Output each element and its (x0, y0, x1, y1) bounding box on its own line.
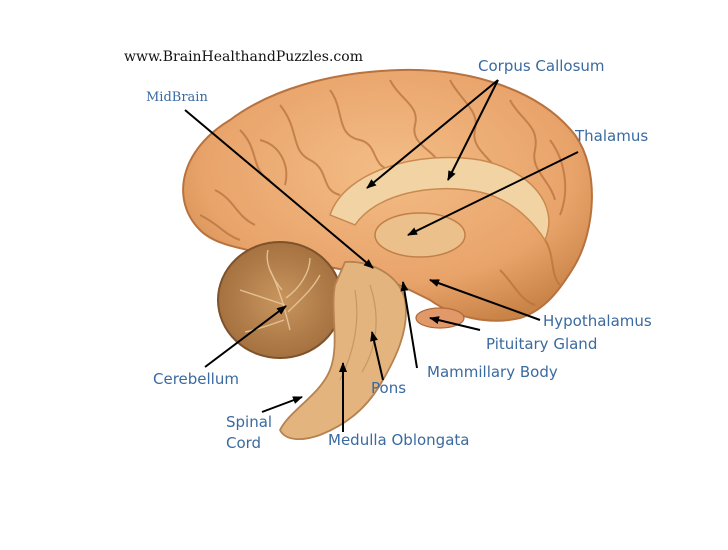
source-url: www.BrainHealthandPuzzles.com (124, 49, 363, 65)
arrow-cerebellum (204, 305, 287, 368)
pointer-arrows (184, 79, 579, 432)
cerebellum-shape (217, 241, 343, 359)
label-pituitary-gland: Pituitary Gland (486, 335, 598, 353)
label-thalamus: Thalamus (575, 127, 649, 145)
label-cerebellum: Cerebellum (153, 370, 239, 388)
label-medulla-oblongata: Medulla Oblongata (328, 431, 470, 449)
arrow-hypothalamus (429, 279, 541, 321)
label-mammillary-body: Mammillary Body (427, 363, 558, 381)
gyri (199, 79, 567, 306)
arrow-corpus-callosum-1 (366, 79, 499, 189)
label-spinal-cord-line2: Cord (226, 434, 262, 452)
arbor-vitae (239, 249, 321, 333)
corpus-callosum (329, 156, 550, 242)
label-midbrain: MidBrain (146, 90, 208, 105)
arrow-mammillary (400, 281, 418, 369)
label-spinal-cord-line1: Spinal (226, 413, 273, 431)
label-pons: Pons (371, 379, 407, 397)
arrow-thalamus (407, 151, 579, 236)
arrow-midbrain (184, 109, 374, 269)
label-hypothalamus: Hypothalamus (543, 312, 652, 330)
arrow-corpus-callosum-2 (447, 79, 499, 181)
thalamus-region (374, 212, 466, 258)
arrow-spinal-cord (261, 396, 303, 413)
label-corpus-callosum: Corpus Callosum (478, 57, 605, 75)
arrow-pituitary (429, 316, 481, 331)
arrow-pons (370, 331, 384, 381)
